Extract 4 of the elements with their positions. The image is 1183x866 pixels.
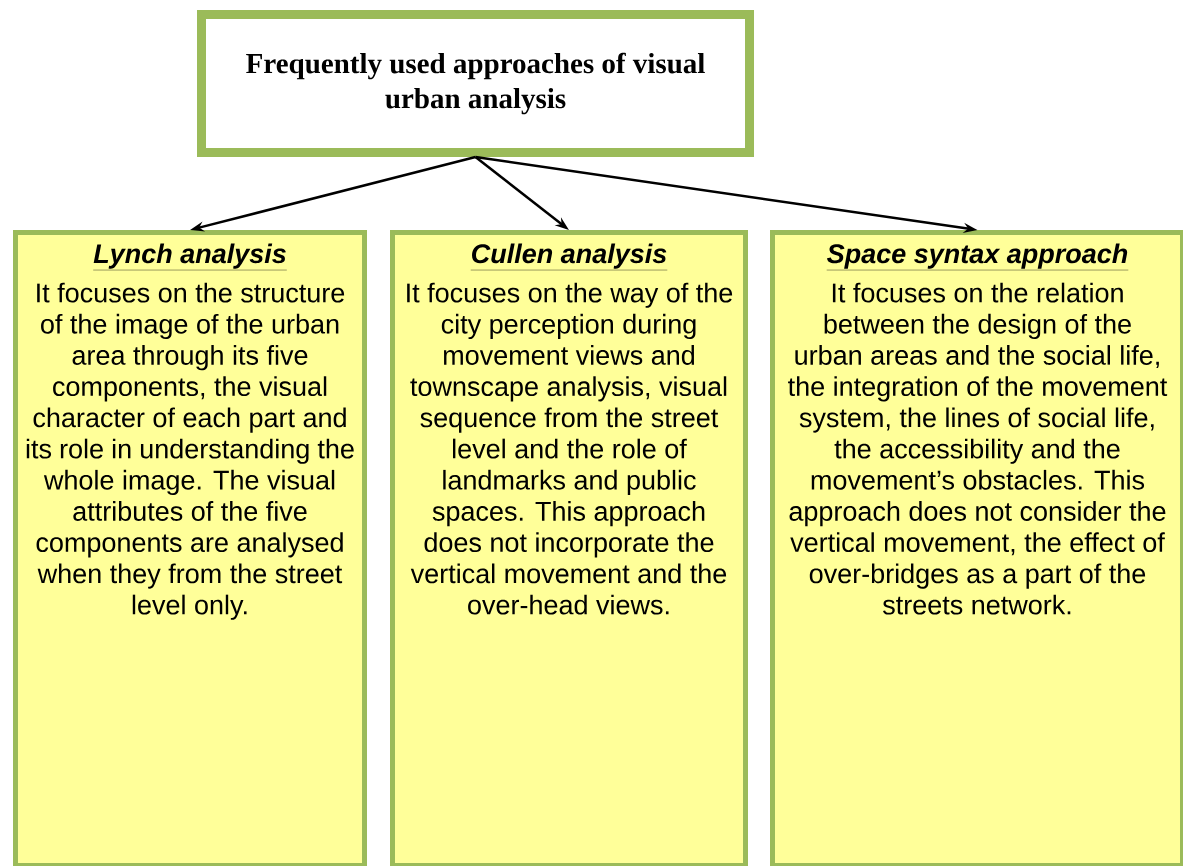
analysis-box: Cullen analysis It focuses on the way of the city perception during movement views and townscape analysis, visual sequence from the street level and the role of landmarks and public spaces. This approach does not incorporate the vertical movement and the over-head views.: [390, 230, 748, 866]
analysis-box: Space syntax approach It focuses on the relation between the design of the urban areas and the social life, the integration of the movement system, the lines of social life, the accessibility and the movement’s obstacles. This approach does not consider the vertical movement, the effect of over-bridges as a part of the streets network.: [770, 230, 1183, 866]
title-box: Frequently used approaches of visual urban analysis: [197, 10, 754, 157]
analysis-box: Lynch analysis It focuses on the structure of the image of the urban area through its five components, the visual character of each part and its role in understanding the whole image. The visual attributes of the five components are analysed when they from the street level only.: [13, 230, 367, 866]
